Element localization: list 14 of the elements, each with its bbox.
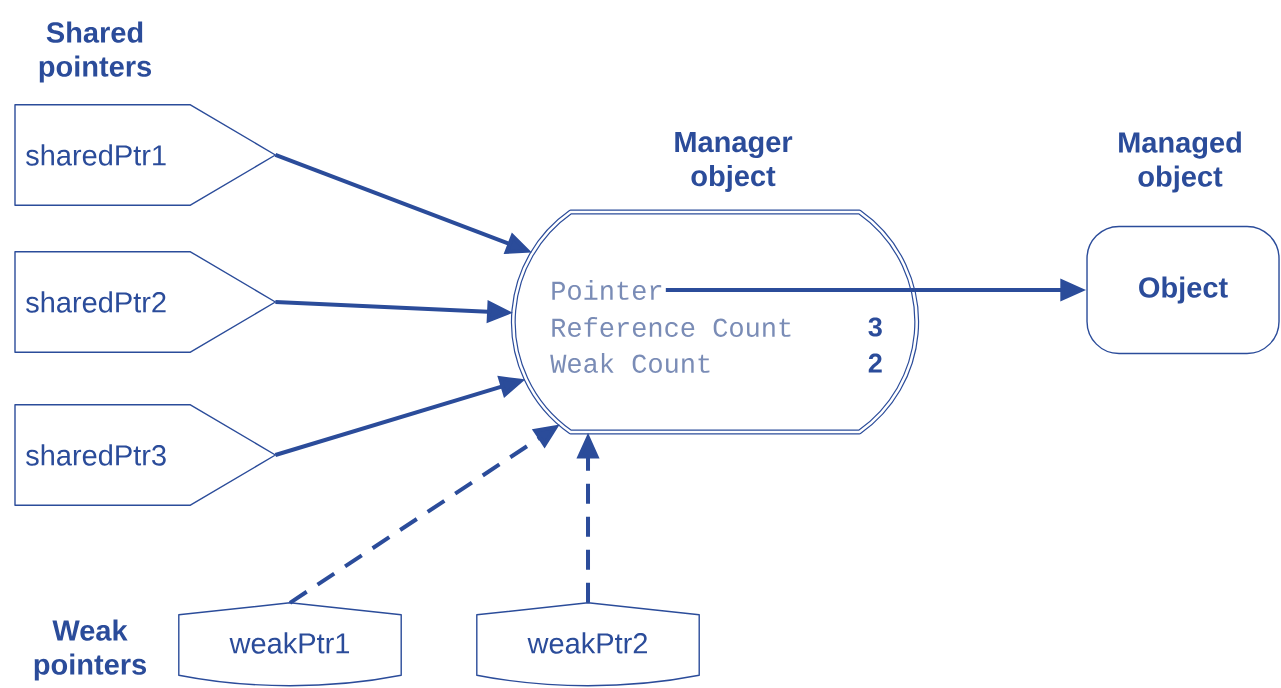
node-heading: Managed object [1119,131,1241,193]
pointer-box: sharedPtr3 [14,404,277,506]
pointer-box: sharedPtr2 [14,251,277,353]
pointer-box: weakPtr2 [476,602,700,687]
field-label: Reference Count [552,317,791,337]
field-label: Weak Count [550,353,710,373]
object-box: Object [1086,225,1280,355]
count-value: 3 [868,317,882,337]
count-value: 2 [868,353,882,373]
group-label: Weak pointers [34,619,146,681]
field-label: Pointer [552,280,662,300]
pointer-box: weakPtr1 [178,602,402,687]
pointer-box: sharedPtr1 [14,104,277,206]
node-heading: Manager object [675,132,793,192]
